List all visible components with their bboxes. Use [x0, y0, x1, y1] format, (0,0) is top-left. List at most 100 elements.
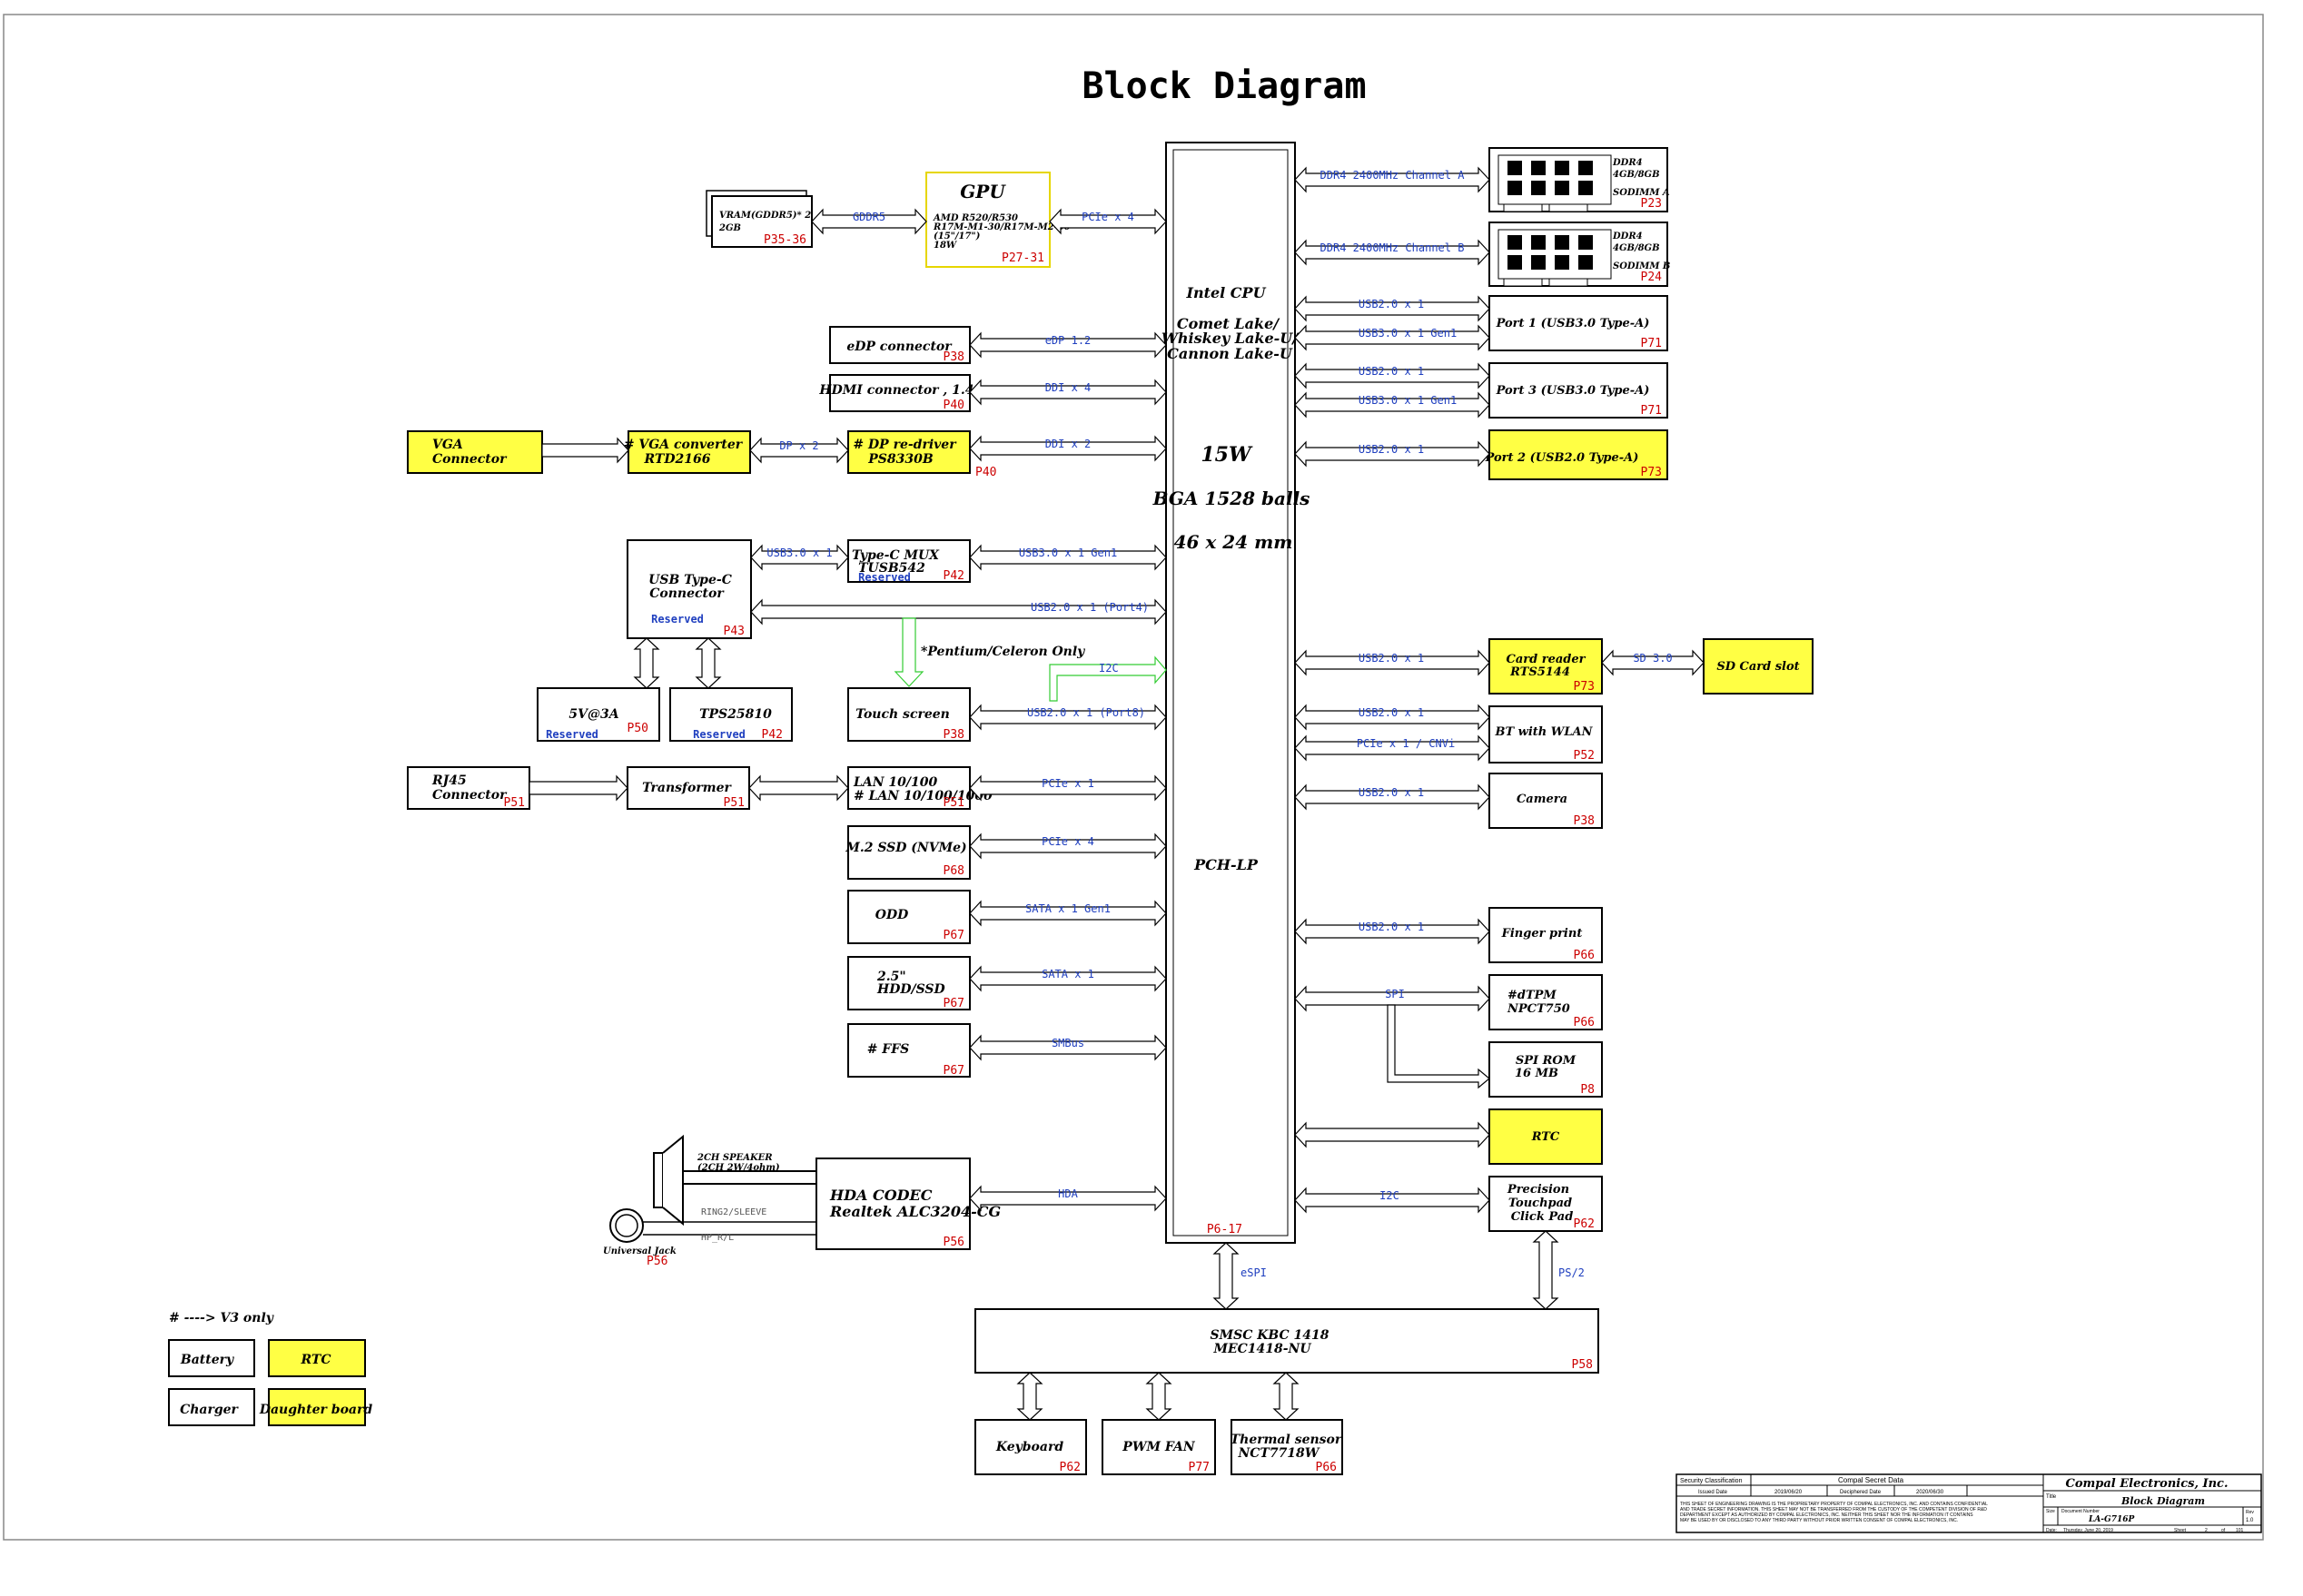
- bus-keyboard: [1016, 1372, 1043, 1421]
- ddr-b-block: DDR4 4GB/8GB SODIMM B P24: [1488, 222, 1670, 287]
- kbc-block: SMSC KBC 1418 MEC1418-NU P58: [974, 1308, 1599, 1374]
- cpu-line1: Intel CPU: [1185, 284, 1266, 301]
- bus-port3-usb2: [1294, 362, 1490, 389]
- odd-page: P67: [944, 929, 964, 942]
- spirom-l2: 16 MB: [1515, 1067, 1558, 1080]
- ffs-label: # FFS: [867, 1042, 910, 1057]
- rtc-label: RTC: [1531, 1130, 1560, 1144]
- camera-block: Camera P38: [1488, 773, 1603, 829]
- bus-camera: [1294, 783, 1490, 811]
- bus-vgaconv-label: DP x 2: [779, 439, 818, 452]
- v5-reserved: Reserved: [546, 728, 598, 741]
- legend-charger-box: [168, 1388, 255, 1426]
- rtc-block: RTC: [1488, 1108, 1603, 1165]
- bus-hdmi: [969, 379, 1167, 406]
- bus-sd-label: SD 3.0: [1633, 652, 1672, 665]
- gpu-page: P27-31: [1002, 251, 1044, 265]
- bus-m2: [969, 832, 1167, 860]
- bus-rtc: [1294, 1121, 1490, 1148]
- vgaconv-l1: # VGA converter: [624, 438, 744, 452]
- tb-deciph-val: 2020/06/30: [1916, 1490, 1944, 1495]
- keyboard-label: Keyboard: [995, 1440, 1063, 1454]
- gpu-block: GPU AMD R520/R530 R17M-M1-30/R17M-M2-50 …: [925, 172, 1071, 268]
- edp-page: P38: [944, 350, 964, 364]
- fingerprint-block: Finger print P66: [1488, 907, 1603, 963]
- odd-label: ODD: [875, 908, 909, 922]
- cpu-line4: Cannon Lake-U: [1167, 345, 1293, 362]
- bus-transformer: [748, 774, 849, 802]
- tcmux-l1: Type-C MUX: [852, 548, 940, 563]
- bt-page: P52: [1574, 749, 1595, 763]
- bus-usbc-port4-label: USB2.0 x 1 (Port4): [1031, 601, 1149, 614]
- green-touch-arrow: [894, 617, 924, 687]
- tps-reserved: Reserved: [693, 728, 746, 741]
- ffs-page: P67: [944, 1064, 964, 1078]
- keyboard-page: P62: [1060, 1461, 1081, 1474]
- touch-label: Touch screen: [855, 707, 950, 722]
- m2-block: M.2 SSD (NVMe) P68: [845, 825, 971, 880]
- tpm-l2: NPCT750: [1507, 1002, 1570, 1016]
- ddr-a-l1: DDR4: [1612, 158, 1643, 168]
- hdd-l2: HDD/SSD: [876, 982, 946, 997]
- bus-usbc-port4: [750, 598, 1167, 626]
- tb-deciph: Deciphered Date: [1840, 1490, 1882, 1495]
- bus-port1-usb2-label: USB2.0 x 1: [1359, 298, 1424, 310]
- bus-spi-label: SPI: [1385, 988, 1405, 1000]
- lan-l2: # LAN 10/100/1000: [854, 789, 993, 803]
- tb-secret: Compal Secret Data: [1838, 1476, 1904, 1484]
- cpu-line3: Whiskey Lake-U/: [1161, 330, 1300, 347]
- m2-page: P68: [944, 864, 964, 878]
- ddr-b-l3: SODIMM B: [1613, 261, 1670, 271]
- cardreader-page: P73: [1574, 680, 1595, 694]
- bus-hda: [969, 1185, 1167, 1212]
- universal-jack-icon: RING2/SLEEVE HP_R/L Universal Jack P56: [603, 1207, 816, 1268]
- port3-label: Port 3 (USB3.0 Type-A): [1496, 384, 1650, 398]
- vram-block: VRAM(GDDR5)* 2 2GB P35-36: [706, 190, 813, 248]
- gpu-l3: (15"/17"): [934, 232, 981, 241]
- tb-doc-lbl: Document Number: [2061, 1509, 2100, 1514]
- ddr-b-l1: DDR4: [1612, 232, 1643, 241]
- bus-port1-usb3: [1294, 324, 1490, 351]
- speaker-l2: (2CH 2W/4ohm): [697, 1163, 780, 1173]
- usbc-connector-block: USB Type-C Connector Reserved P43: [627, 539, 752, 639]
- rj45-block: RJ45 Connector P51: [407, 766, 530, 810]
- tb-sheet-num: 2: [2205, 1528, 2208, 1533]
- bus-usbc-mux: [750, 544, 849, 571]
- bus-touch-i2c-label: I2C: [1099, 662, 1119, 675]
- tb-disclaimer1: THIS SHEET OF ENGINEERING DRAWING IS THE…: [1680, 1502, 1988, 1507]
- bus-5v: [633, 637, 660, 689]
- bus-port3-usb2-label: USB2.0 x 1: [1359, 365, 1424, 378]
- tcmux-reserved: Reserved: [858, 571, 911, 584]
- fan-block: PWM FAN P77: [1102, 1419, 1216, 1475]
- bus-ddr-b-label: DDR4 2400MHz Channel B: [1320, 241, 1465, 254]
- touchpad-block: Precision Touchpad Click Pad P62: [1488, 1176, 1603, 1232]
- tb-sec-class: Security Classification: [1680, 1478, 1743, 1484]
- odd-block: ODD P67: [847, 890, 971, 944]
- ddr-a-l3: SODIMM A: [1613, 188, 1670, 198]
- ddr-a-page: P23: [1641, 197, 1662, 211]
- cpu-power: 15W: [1201, 443, 1253, 467]
- legend-battery-box: [168, 1339, 255, 1377]
- dp-redriver-block: # DP re-driver PS8330B P40: [847, 430, 996, 479]
- bus-touch-i2c: [1049, 655, 1167, 702]
- bus-finger: [1294, 918, 1490, 945]
- bus-spi-rom: [1387, 1004, 1490, 1089]
- hdmi-page: P40: [944, 399, 964, 412]
- bus-thermal: [1272, 1372, 1300, 1421]
- bus-port1-usb2: [1294, 295, 1490, 322]
- bus-dpred: [969, 435, 1167, 462]
- hdd-page: P67: [944, 997, 964, 1010]
- gpu-l4: 18W: [934, 241, 958, 251]
- tps-block: TPS25810 Reserved P42: [669, 687, 793, 742]
- bus-bt-pcie: [1294, 734, 1490, 762]
- bus-port3-usb3-label: USB3.0 x 1 Gen1: [1359, 394, 1457, 407]
- bus-usbc-mux-label: USB3.0 x 1: [766, 547, 832, 559]
- tb-disclaimer4: MAY BE USED BY OR DISCLOSED TO ANY THIRD…: [1680, 1518, 1958, 1523]
- bus-gddr5-label: GDDR5: [853, 211, 885, 223]
- usbc-l1: USB Type-C: [648, 573, 732, 587]
- bus-fan: [1145, 1372, 1172, 1421]
- cpu-line2: Comet Lake/: [1177, 315, 1280, 332]
- 5v-block: 5V@3A Reserved P50: [537, 687, 660, 742]
- bus-vga: [541, 437, 629, 464]
- vga-l1: VGA: [432, 438, 463, 452]
